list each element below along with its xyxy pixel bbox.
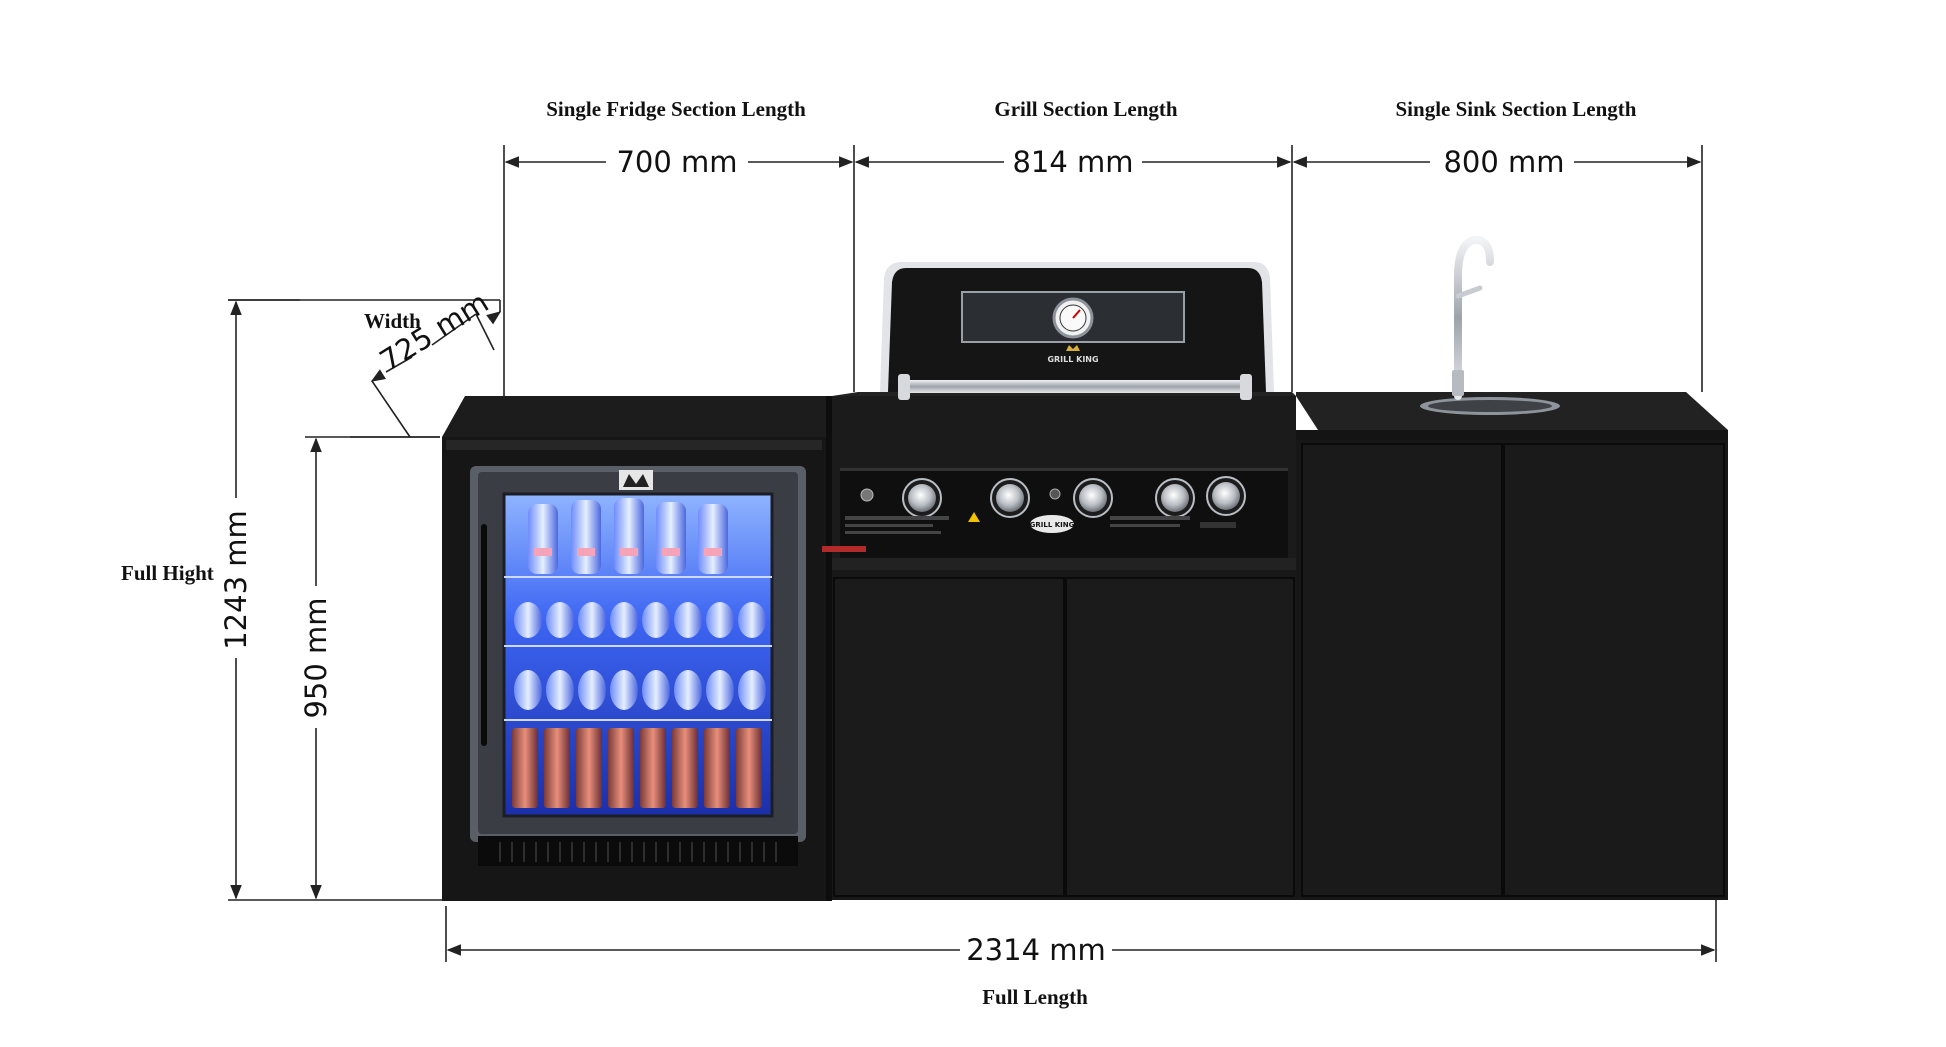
full-length-label: Full Length — [982, 985, 1088, 1009]
fridge-cabinet — [442, 396, 832, 901]
grill-brand-hood: GRILL KING — [1047, 355, 1098, 364]
grill-brand-panel: GRILL KING — [1030, 521, 1075, 529]
fridge-section-label: Single Fridge Section Length — [546, 97, 806, 121]
sink-cabinet-door-left[interactable] — [1301, 443, 1503, 897]
full-length-dimension: 2314 mm — [445, 900, 1717, 967]
grill-section-label: Grill Section Length — [994, 97, 1177, 121]
fridge-handle — [481, 524, 487, 746]
cabinet-height-dimension: 950 mm — [299, 436, 440, 900]
panel-brand-badge: GRILL KING — [1030, 515, 1075, 533]
grill-hood-handle — [902, 380, 1248, 393]
grill-cabinet: GRILL KING — [822, 262, 1296, 900]
grill-cabinet-door-right[interactable] — [1065, 577, 1295, 897]
width-label: Width — [364, 309, 421, 333]
fridge-vent-grille — [499, 842, 777, 862]
crown-logo-icon — [1066, 345, 1080, 351]
grill-knob-1[interactable] — [902, 478, 942, 518]
full-height-value: 1243 mm — [219, 510, 253, 650]
fridge-bottles-top — [528, 498, 728, 574]
beverage-fridge — [470, 466, 806, 866]
sink-basin — [1420, 397, 1560, 415]
grill-knob-4[interactable] — [1155, 478, 1195, 518]
grill-control-panel: GRILL KING — [822, 468, 1288, 558]
fridge-bottles-lower — [514, 670, 766, 710]
grill-knob-2[interactable] — [990, 478, 1030, 518]
full-height-dimension: 1243 mm — [219, 299, 450, 901]
faucet-icon[interactable] — [1452, 235, 1494, 400]
igniter-button-icon[interactable] — [860, 488, 874, 502]
fridge-bottles-middle — [514, 602, 766, 638]
sink-cabinet — [1296, 235, 1728, 900]
grill-knob-3[interactable] — [1073, 478, 1113, 518]
igniter-small-icon — [1049, 488, 1061, 500]
sink-section-label: Single Sink Section Length — [1396, 97, 1637, 121]
sink-cabinet-door-right[interactable] — [1503, 443, 1725, 897]
sink-length-value: 800 mm — [1443, 145, 1564, 179]
grill-cabinet-door-left[interactable] — [833, 577, 1065, 897]
fridge-length-dimension: 700 mm — [503, 145, 855, 402]
grill-knob-5[interactable] — [1206, 476, 1246, 516]
sink-length-dimension: 800 mm — [1292, 145, 1703, 392]
full-height-label: Full Hight — [121, 561, 214, 585]
warning-triangle-icon — [968, 512, 980, 522]
fridge-cans — [512, 728, 762, 808]
cabinet-height-value: 950 mm — [299, 597, 333, 718]
grill-length-dimension: 814 mm — [854, 145, 1293, 392]
grill-length-value: 814 mm — [1012, 145, 1133, 179]
fridge-length-value: 700 mm — [616, 145, 737, 179]
full-length-value: 2314 mm — [966, 933, 1106, 967]
grill-hood: GRILL KING — [880, 262, 1274, 400]
